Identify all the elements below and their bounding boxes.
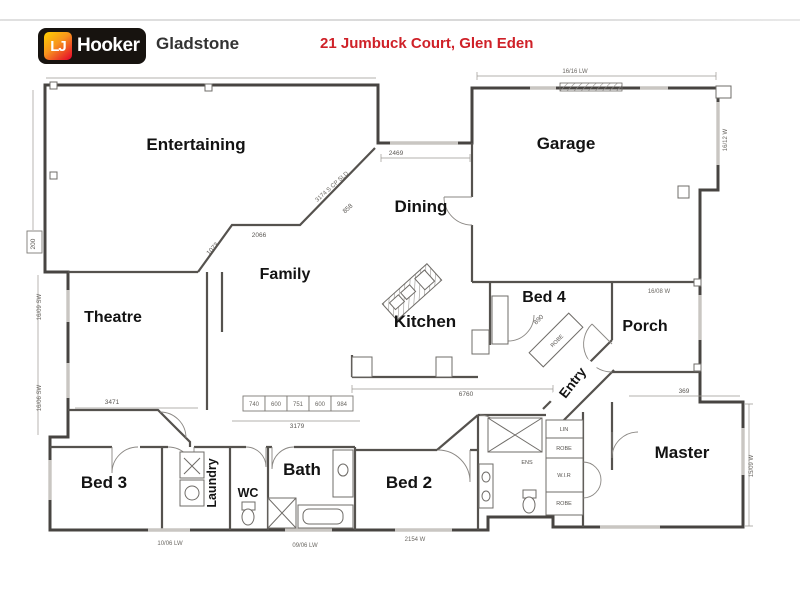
dim-6760: 6760 — [459, 391, 474, 398]
kitchen-cabinets — [351, 329, 490, 378]
dimension-boxes: 740 600 751 600 984 — [242, 395, 354, 412]
window-bottom-1: 10/06 LW — [157, 541, 183, 547]
window-bottom-3: 2154 W — [405, 537, 426, 543]
robe-top-label: ROBE — [556, 446, 572, 452]
porch-posts — [693, 278, 702, 372]
window-master-right: 15/09 W — [749, 454, 755, 477]
dim-3174: 3174 S CP SLD — [315, 170, 351, 203]
room-labels: Entertaining Garage Dining Family Theatr… — [81, 134, 710, 508]
scan-edge-line — [0, 19, 800, 21]
ensuite-fixtures: ENS — [478, 417, 543, 514]
linen-label: LIN — [560, 427, 569, 433]
dim-200: 200 — [30, 238, 37, 249]
room-label-laundry: Laundry — [205, 458, 219, 507]
logo-lj-text: LJ — [50, 37, 66, 55]
window-garage-right: 16/12 W — [723, 128, 729, 151]
wc-toilet — [241, 508, 255, 526]
office-name: Gladstone — [156, 34, 240, 53]
dim-858: 858 — [342, 202, 355, 215]
dim-890: 890 — [533, 313, 546, 326]
dim-740: 740 — [249, 402, 260, 408]
dim-2469: 2469 — [389, 150, 404, 157]
dim-600b: 600 — [315, 402, 326, 408]
window-garage-top: 16/16 LW — [562, 69, 588, 75]
room-label-dining: Dining — [395, 197, 448, 216]
entertaining-posts — [49, 81, 213, 180]
dim-751: 751 — [293, 402, 304, 408]
interior-walls — [50, 143, 700, 530]
room-label-family: Family — [260, 266, 311, 283]
room-label-bed3: Bed 3 — [81, 473, 127, 492]
room-label-bed4: Bed 4 — [522, 289, 566, 306]
laundry-appliance — [179, 451, 205, 479]
robes-column: LIN ROBE W.I.R ROBE — [545, 419, 584, 516]
room-label-bath: Bath — [283, 460, 321, 479]
ensuite-toilet — [522, 496, 536, 514]
bathtub — [297, 504, 354, 529]
room-label-wc: WC — [238, 486, 259, 500]
bath-vanity — [332, 449, 354, 498]
dim-600a: 600 — [271, 402, 282, 408]
bed4-robe: ROBE — [491, 295, 584, 368]
garage-corner-pier — [715, 85, 732, 99]
room-label-entertaining: Entertaining — [146, 135, 245, 154]
dimension-lines — [26, 72, 753, 527]
room-label-garage: Garage — [537, 134, 596, 153]
room-label-kitchen: Kitchen — [394, 312, 456, 331]
kitchen-island — [381, 263, 443, 321]
window-bottom-2: 09/06 LW — [292, 543, 318, 549]
window-left-theatre: 16/09 SW — [37, 293, 43, 320]
window-porch: 16/08 W — [648, 289, 671, 295]
bath-fixtures — [267, 449, 354, 529]
room-label-theatre: Theatre — [84, 309, 142, 326]
room-label-bed2: Bed 2 — [386, 473, 432, 492]
fixtures: ROBE LIN ROBE W.I.R ROBE ENS — [49, 81, 702, 529]
dim-2066: 2066 — [252, 232, 267, 239]
windows — [48, 86, 745, 532]
laundry-fixtures — [179, 451, 205, 507]
wc-fixtures — [241, 501, 256, 526]
entry-label-group: Entry — [547, 354, 598, 411]
robe-bottom-label: ROBE — [556, 501, 572, 507]
property-address: 21 Jumbuck Court, Glen Eden — [320, 35, 534, 52]
dim-369: 369 — [679, 388, 690, 395]
garage-door — [559, 82, 623, 92]
dim-984: 984 — [337, 402, 348, 408]
lj-hooker-logo: LJ Hooker — [38, 28, 146, 64]
logo-hooker-text: Hooker — [77, 35, 140, 56]
ensuite-label: ENS — [521, 460, 533, 466]
room-label-master: Master — [655, 443, 710, 462]
dim-3179: 3179 — [290, 423, 305, 430]
window-left-bed3: 16/06 SW — [37, 384, 43, 411]
wir-label: W.I.R — [557, 473, 570, 479]
room-label-porch: Porch — [622, 318, 667, 335]
lj-logo-chip: LJ — [44, 32, 72, 60]
outer-walls — [43, 83, 745, 532]
dim-3471: 3471 — [105, 399, 120, 406]
laundry-tub — [179, 479, 205, 507]
header: LJ Hooker Gladstone 21 Jumbuck Court, Gl… — [0, 20, 800, 75]
doors — [111, 196, 639, 499]
garage-notch-pier — [677, 185, 690, 199]
